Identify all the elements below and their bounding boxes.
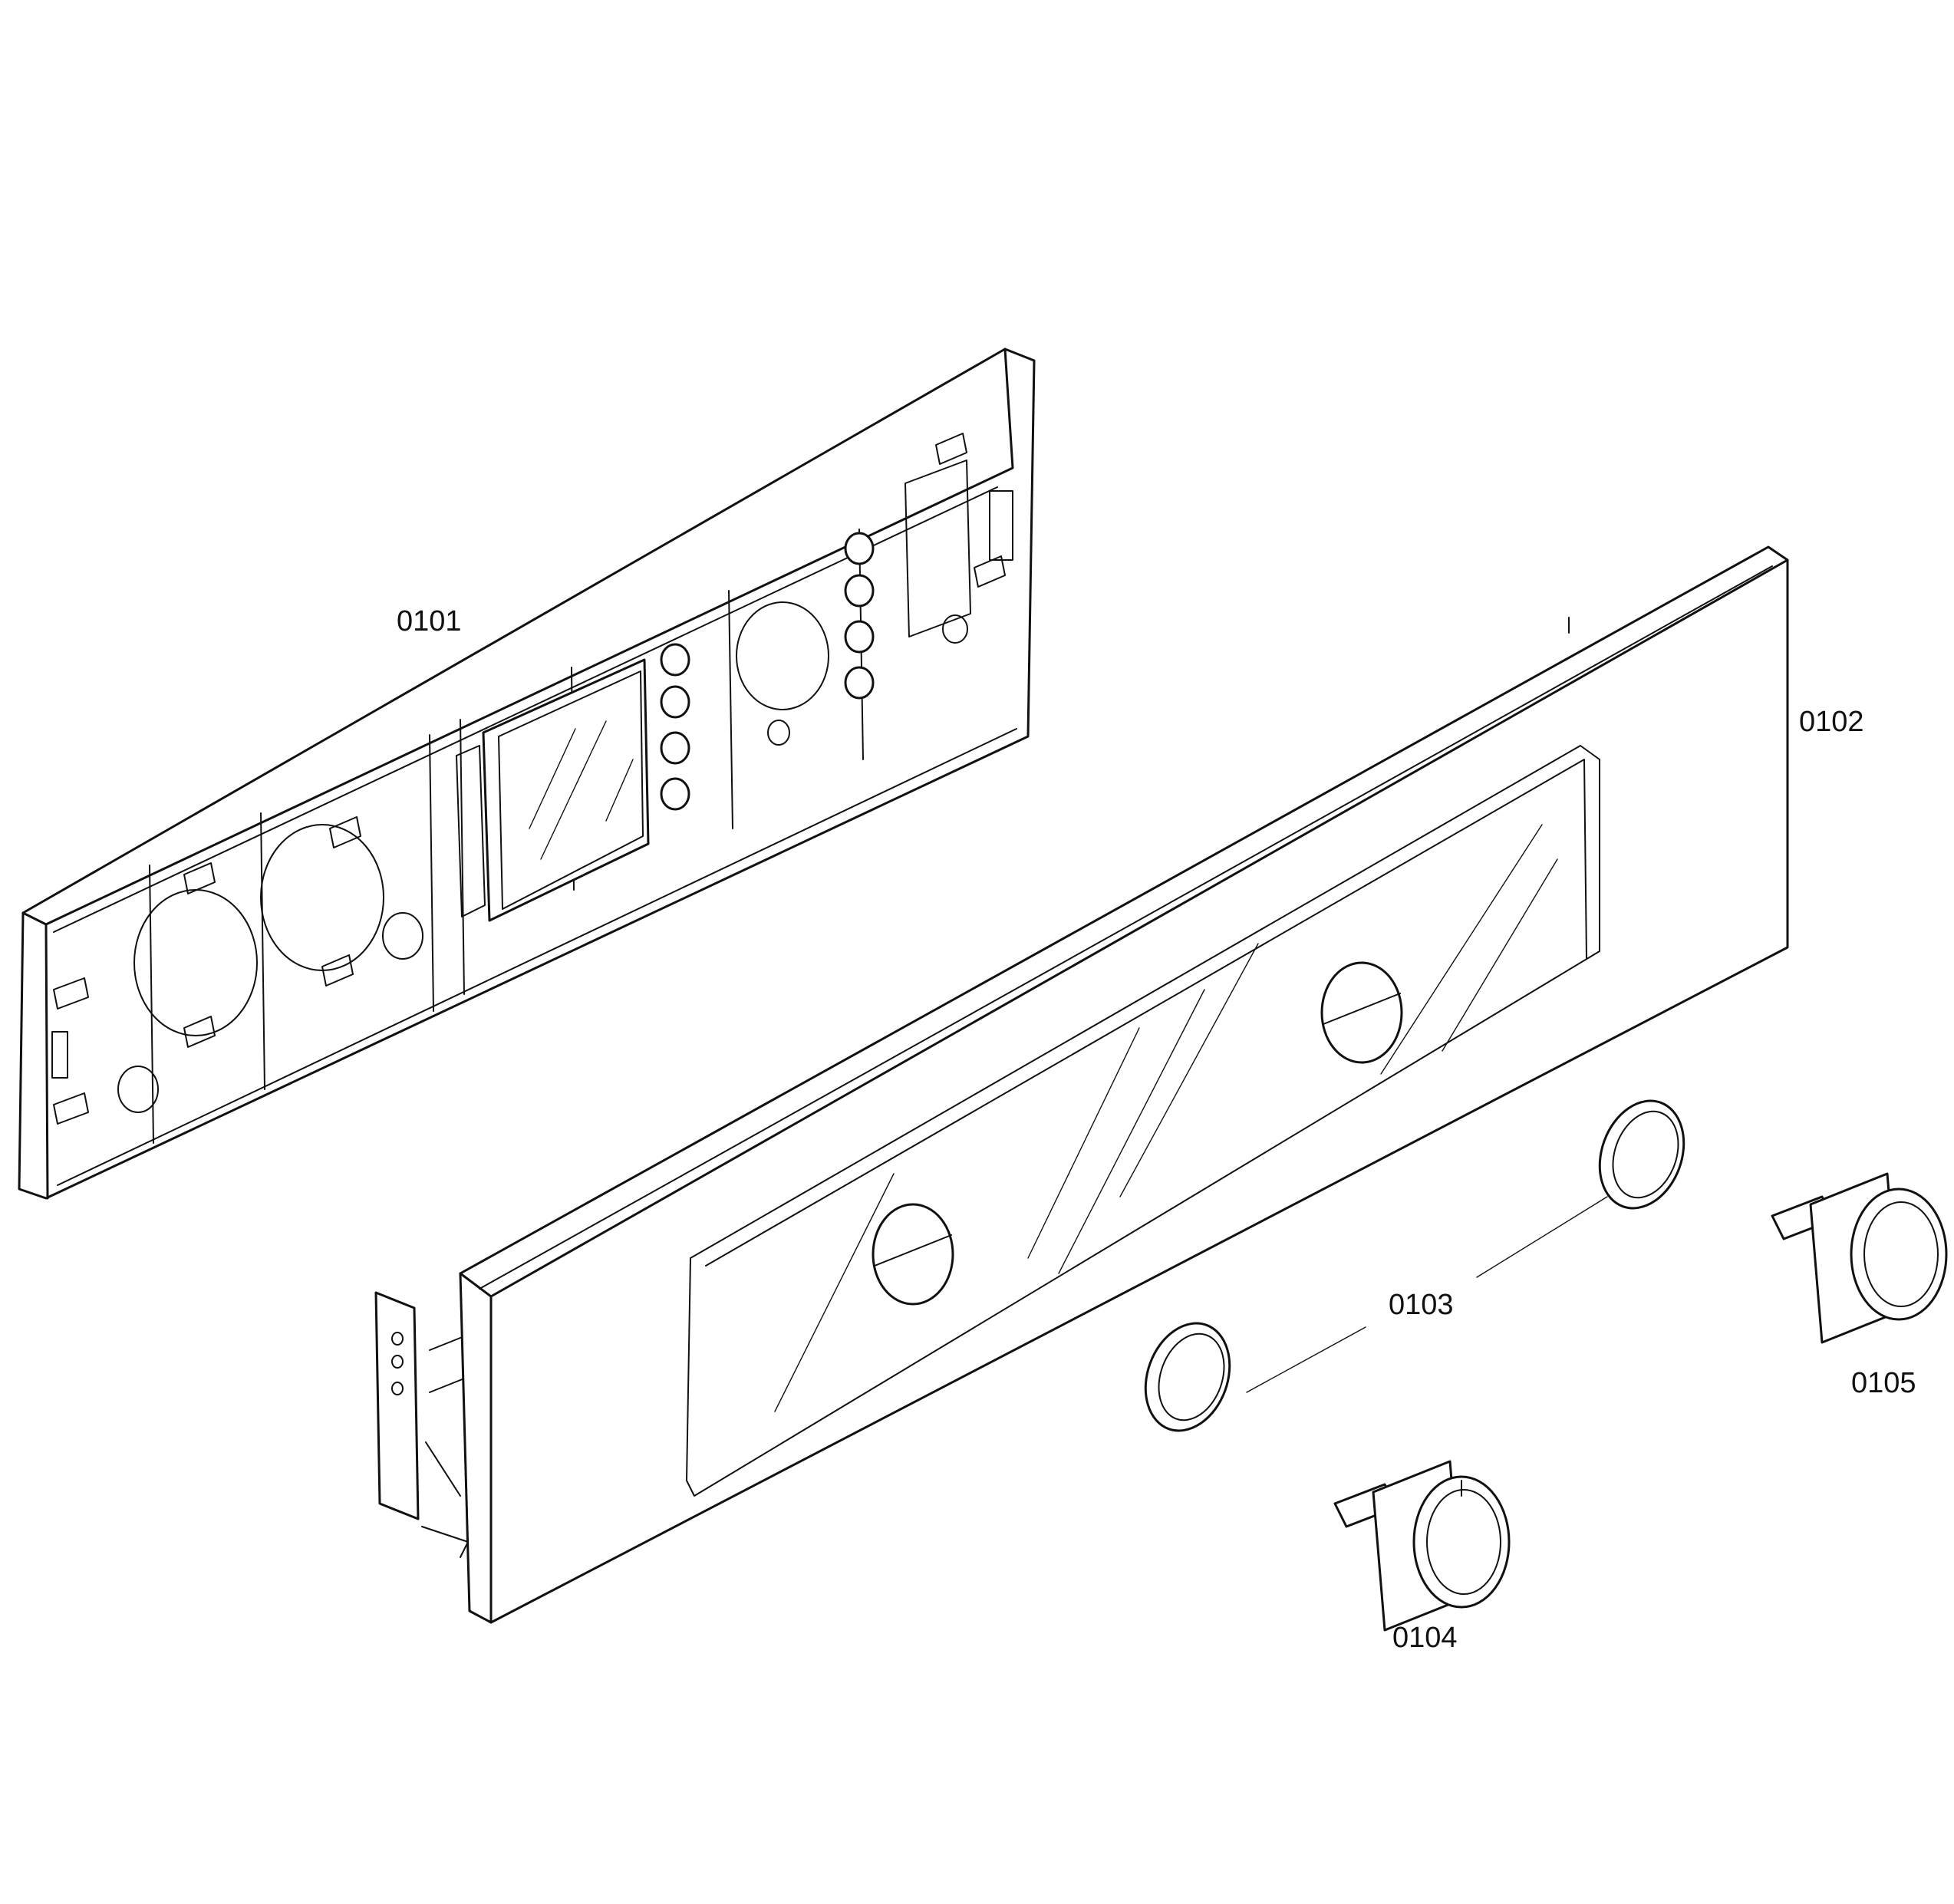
part-0105-control-knob [1771,1172,1948,1344]
label-0103: 0103 [1389,1289,1454,1321]
part-0102-front-panel [374,545,1789,1624]
label-0101: 0101 [397,605,462,637]
label-0104: 0104 [1392,1622,1458,1654]
label-0102: 0102 [1799,706,1864,738]
part-0103-bezel-rings [1144,1099,1685,1432]
part-0101-rear-housing [18,348,1036,1200]
part-0104-control-knob [1333,1460,1511,1632]
label-0105: 0105 [1851,1367,1916,1399]
